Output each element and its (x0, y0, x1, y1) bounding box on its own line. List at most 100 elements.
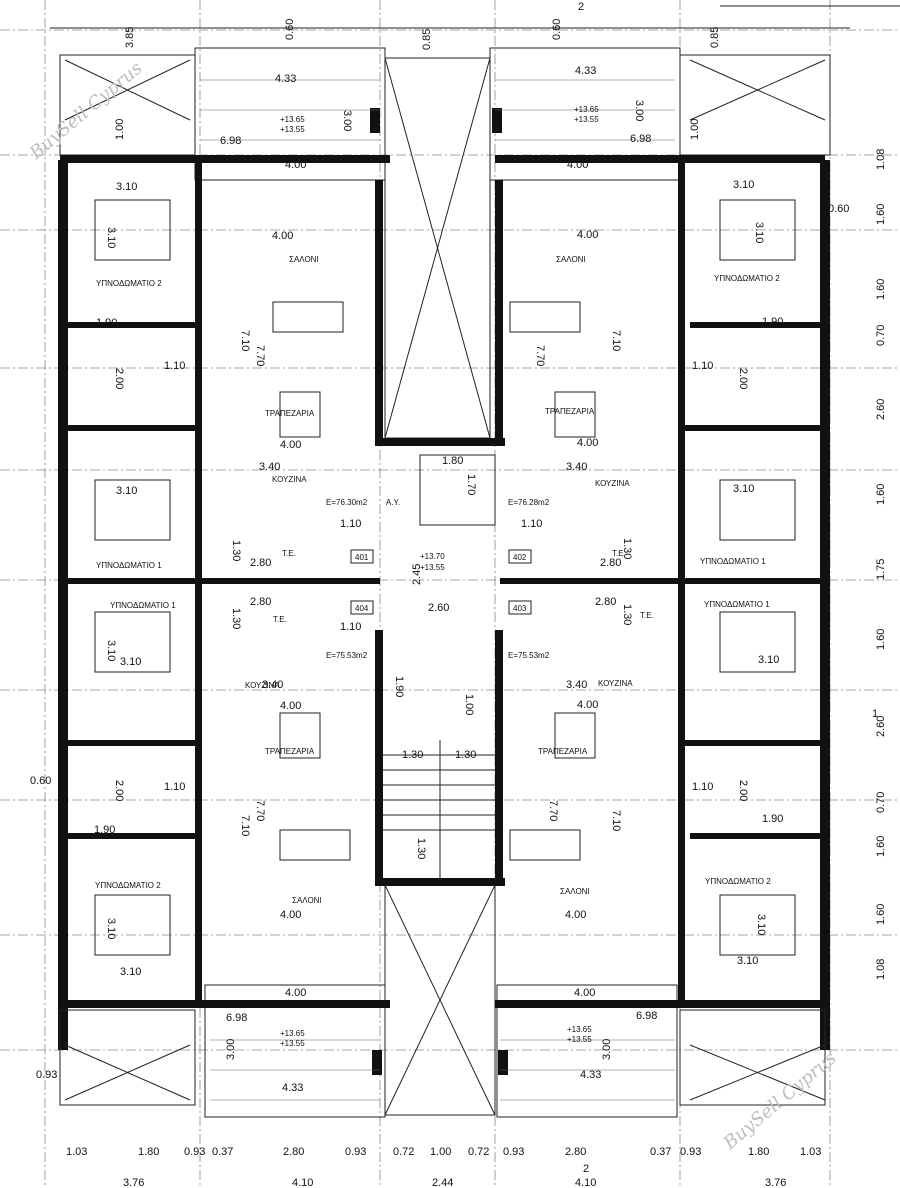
room-dining-bl: ΤΡΑΠΕΖΑΡΙΑ (265, 747, 315, 756)
bottom-dim-2-3: 4.10 (575, 1177, 596, 1188)
balcony-hatching (200, 79, 675, 1101)
bottom-dim-2-2: 2.44 (432, 1177, 453, 1188)
dim-bed2-bl-h: 3.10 (105, 918, 117, 939)
dim-balcony-br-h: 3.00 (601, 1039, 613, 1060)
dim-lobby-260: 2.60 (428, 602, 449, 614)
stairs (383, 454, 496, 880)
dim-bed1-ll-w: 3.10 (120, 656, 141, 668)
dim-kitchen-tr-w: 3.40 (566, 461, 587, 473)
dim-living-tl-h2: 7.70 (254, 345, 266, 366)
room-living-bl: ΣΑΛΟΝΙ (292, 896, 322, 905)
dim-living-tl-h: 7.10 (239, 330, 251, 351)
room-te-ml: Τ.Ε. (282, 549, 296, 558)
level-top-right-2: +13.55 (574, 115, 599, 124)
dim-tl-110: 1.10 (164, 360, 185, 372)
dim-top-b: 0.60 (284, 19, 296, 40)
room-bedroom1-lr: ΥΠΝΟΔΩΜΑΤΙΟ 1 (704, 600, 770, 609)
dim-lr-280: 2.80 (595, 596, 616, 608)
dim-ml-130: 1.30 (230, 540, 242, 561)
dim-balcony-top-right-w2: 4.00 (567, 159, 588, 171)
dim-balcony-bl-d: 6.98 (226, 1012, 247, 1024)
room-te-ll: Τ.Ε. (273, 615, 287, 624)
dim-balcony-bl-h: 3.00 (225, 1039, 237, 1060)
dim-bed1-mr-w: 3.10 (733, 483, 754, 495)
dim-dining-tl-w: 4.00 (280, 439, 301, 451)
dim-stair-130-c: 1.30 (415, 838, 427, 859)
dim-bl-190: 1.90 (94, 824, 115, 836)
dim-balcony-top-right-d: 6.98 (630, 133, 651, 145)
dim-ml-280: 2.80 (250, 557, 271, 569)
dim-balcony-top-left-w: 4.33 (275, 73, 296, 85)
room-dining-tr: ΤΡΑΠΕΖΑΡΙΑ (545, 407, 595, 416)
bottom-dim-1-2: 0.93 (184, 1146, 205, 1158)
room-bedroom1-ll: ΥΠΝΟΔΩΜΑΤΙΟ 1 (110, 601, 176, 610)
dim-stair-130-a: 1.30 (402, 749, 423, 761)
dim-dining-br-w: 4.00 (577, 699, 598, 711)
dim-living-bl-w: 4.00 (280, 909, 301, 921)
dim-living-tl-w: 4.00 (272, 230, 293, 242)
right-dim-5: 1.60 (875, 484, 887, 505)
room-kitchen-bl: ΚΟΥΖΙΝΑ (245, 681, 280, 690)
dim-bl-110: 1.10 (164, 781, 185, 793)
right-dim-7: 1.60 (875, 629, 887, 650)
bottom-dim-1-11: 0.37 (650, 1146, 671, 1158)
dim-mr-130: 1.30 (621, 538, 633, 559)
dim-ll-130: 1.30 (230, 608, 242, 629)
flat-404: 404 (355, 604, 369, 613)
dim-living-bl-h2: 7.70 (254, 800, 266, 821)
dim-stair-190: 1.90 (393, 676, 405, 697)
flat-403: 403 (513, 604, 527, 613)
dim-kitchen-tl-w: 3.40 (259, 461, 280, 473)
dim-tr-110: 1.10 (692, 360, 713, 372)
level-br-2: +13.55 (567, 1035, 592, 1044)
section-mark-top: 2 (578, 1, 584, 13)
bottom-dim-1-8: 0.72 (468, 1146, 489, 1158)
room-te-lr: Τ.Ε. (640, 611, 654, 620)
dim-balcony-top-right-side: 1.00 (689, 119, 701, 140)
dim-balcony-br-w: 4.33 (580, 1069, 601, 1081)
room-av: Α.Υ. (386, 498, 400, 507)
level-bl-2: +13.55 (280, 1039, 305, 1048)
dim-balcony-bl-w: 4.33 (282, 1082, 303, 1094)
bottom-dim-1-3: 0.37 (212, 1146, 233, 1158)
right-dim-4: 2.60 (875, 399, 887, 420)
dim-top-a: 3.85 (124, 27, 136, 48)
dim-living-br-w: 4.00 (565, 909, 586, 921)
room-dining-tl: ΤΡΑΠΕΖΑΡΙΑ (265, 409, 315, 418)
level-top-right-1: +13.65 (574, 105, 599, 114)
bottom-dim-1-7: 1.00 (430, 1146, 451, 1158)
level-top-left-2: +13.55 (280, 125, 305, 134)
room-dining-br: ΤΡΑΠΕΖΑΡΙΑ (538, 747, 588, 756)
level-br-1: +13.65 (567, 1025, 592, 1034)
area-404: E=75.53m2 (326, 651, 368, 660)
room-living-tl: ΣΑΛΟΝΙ (289, 255, 319, 264)
right-dim-0: 1.08 (875, 149, 887, 170)
dim-living-bl-h: 7.10 (239, 815, 251, 836)
right-dim-6: 1.75 (875, 559, 887, 580)
right-dim-10: 1.60 (875, 836, 887, 857)
dim-tl-190: 1.90 (96, 317, 117, 329)
dim-lobby-245: 2.45 (411, 564, 423, 585)
dim-living-tr-h: 7.10 (610, 330, 622, 351)
area-402: E=76.28m2 (508, 498, 550, 507)
right-dim-12: 1.08 (875, 959, 887, 980)
dim-lift-170: 1.70 (465, 474, 477, 495)
dim-top-d: 0.60 (551, 19, 563, 40)
room-living-br: ΣΑΛΟΝΙ (560, 887, 590, 896)
dim-balcony-top-right-w: 4.33 (575, 65, 596, 77)
area-403: E=75.53m2 (508, 651, 550, 660)
bottom-dim-1-9: 0.93 (503, 1146, 524, 1158)
dim-right-060: 0.60 (828, 203, 849, 215)
section-label-2-bottom: 2 (583, 1163, 589, 1175)
dim-top-c: 0.85 (421, 29, 433, 50)
dim-balcony-top-left-d: 6.98 (220, 135, 241, 147)
dim-lift-180: 1.80 (442, 455, 463, 467)
section-mark-bottom: 2 (583, 1163, 589, 1175)
dim-bed2-br-w: 3.10 (737, 955, 758, 967)
bottom-dim-1-4: 2.80 (283, 1146, 304, 1158)
void-crosses (64, 57, 826, 1116)
room-te-mr: Τ.Ε. (612, 549, 626, 558)
